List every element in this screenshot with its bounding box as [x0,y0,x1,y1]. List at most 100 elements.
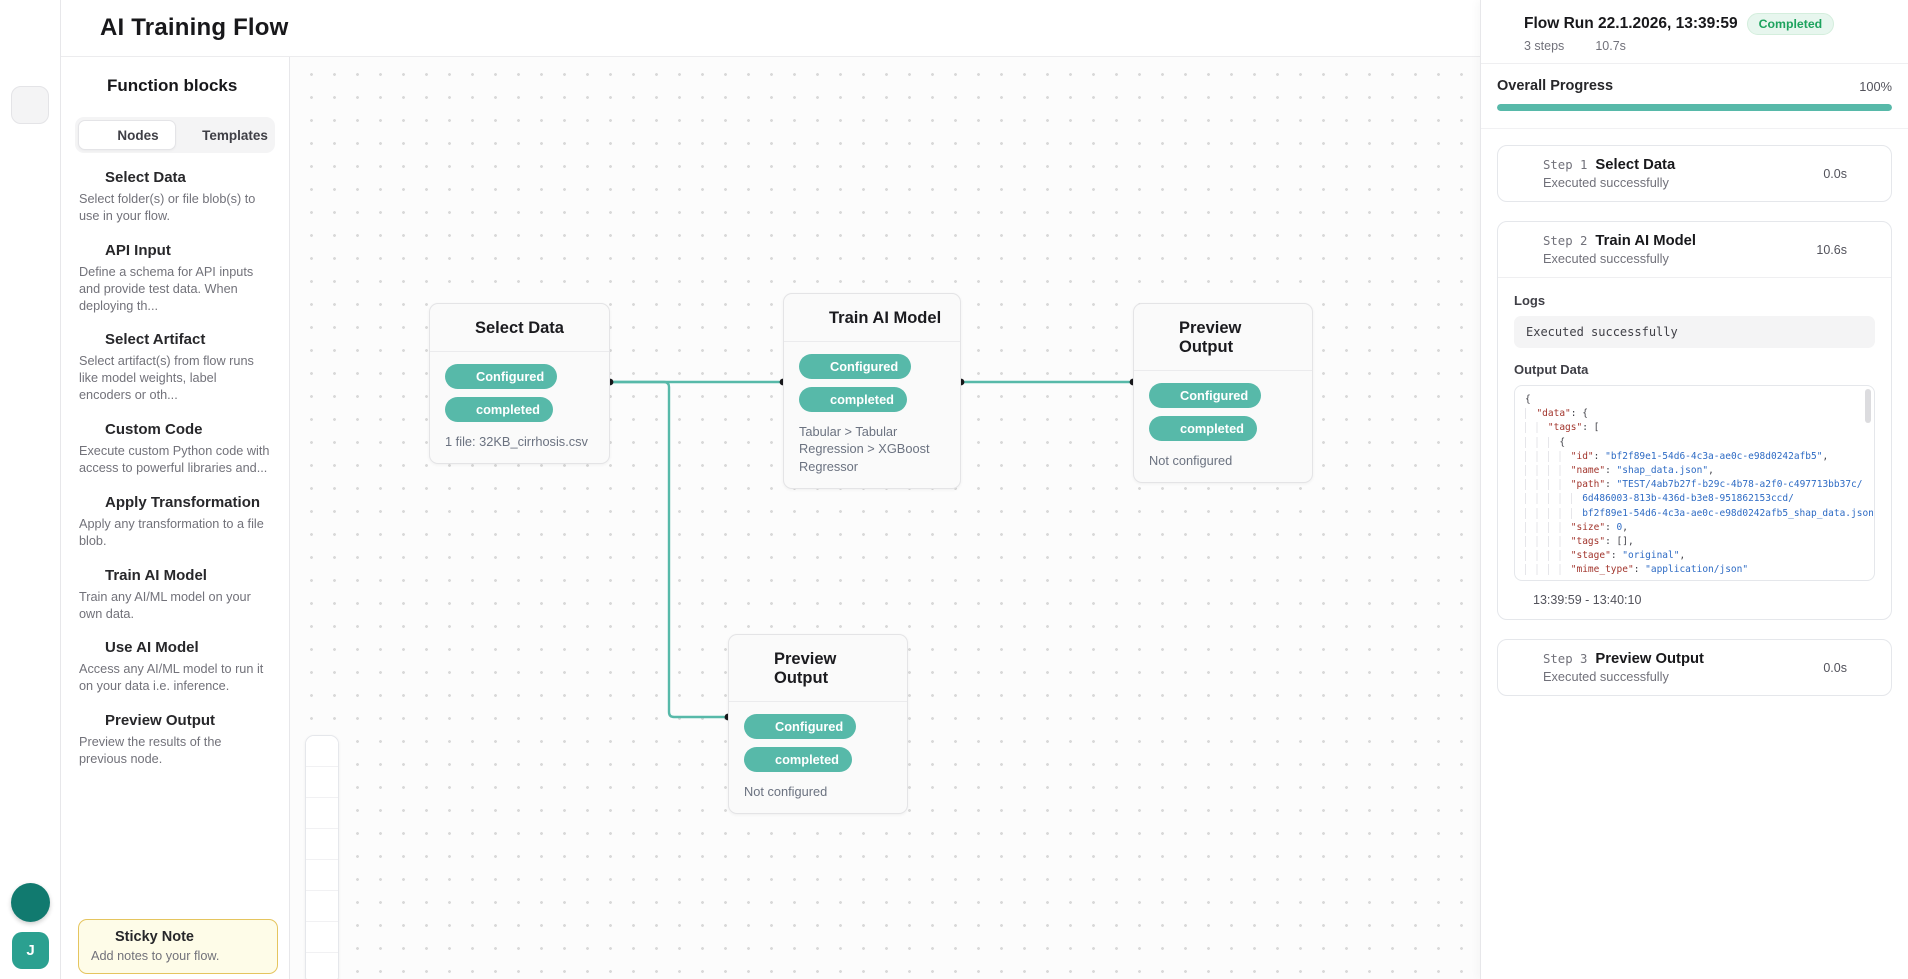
block-name: API Input [105,241,171,259]
rail-item-flows[interactable]: 24 [11,366,49,404]
redo-button: 24 [306,767,338,798]
timespan-value: 13:39:59 - 13:40:10 [1533,593,1642,607]
flow-run-panel: 24 Flow Run 22.1.2026, 13:39:59 Complete… [1480,0,1908,979]
close-icon: 24 [1871,19,1888,36]
step-duration: 2410.6s [1798,243,1847,257]
flow-node-train-ai-model[interactable]: 24Train AI Model24Configured24completedT… [783,293,961,489]
progress-value: 100% [1859,78,1892,94]
block-name: Train AI Model [105,566,207,584]
block-desc: Select artifact(s) from flow runs like m… [79,354,254,403]
block-head: 24Preview Output [79,712,271,729]
chat-button[interactable]: 24 [11,883,50,922]
run-panel-close-button[interactable]: 24 [1865,13,1894,42]
status-pill: 24completed [799,387,907,412]
code-line: "data": { [1525,407,1864,421]
sticky-note-card[interactable]: 24 Sticky Note Add notes to your flow. [78,919,278,974]
zoom-out-button[interactable]: 24 [306,860,338,891]
step-status: Executed successfully [1543,175,1669,190]
output-data-label: Output Data [1514,362,1589,377]
close-icon: 24 [255,78,271,94]
tab-nodes[interactable]: 24Nodes [78,120,176,150]
chevron-down-icon[interactable]: 24 [1861,166,1877,182]
undo-button[interactable]: 24 [306,736,338,767]
step-name: Select Data [1595,157,1676,173]
chart-line-icon: 24 [20,207,40,227]
flow-node-preview-output[interactable]: 24Preview Output24Configured24completedN… [728,634,908,815]
tab-templates[interactable]: 24Templates [176,120,272,150]
pill-label: Configured [775,719,844,734]
check-circle-icon: 24 [455,370,469,384]
pill-label: completed [830,392,894,407]
clock-icon: 24 [1805,167,1818,180]
rail-item-select-tool[interactable]: 24 [11,86,49,124]
logs-output: Executed successfully [1514,316,1875,348]
user-avatar[interactable]: J [12,932,49,969]
block-name: Apply Transformation [105,493,261,511]
flow-canvas[interactable]: 24Select Data24Configured24completed1 fi… [290,57,1480,979]
chevron-up-icon[interactable]: 24 [1861,242,1877,258]
status-pill: 24Configured [744,714,857,739]
brain-icon: 24 [79,567,96,584]
check-icon: 24 [1512,659,1530,677]
folder-open-icon: 24 [79,242,96,259]
node-header: 24Preview Output [1134,304,1312,371]
gear-icon: 24 [79,494,96,511]
run-duration: 10.7s [1595,39,1626,53]
block-name: Custom Code [105,421,203,439]
link-button[interactable]: 24 [306,953,338,979]
scrollbar-thumb[interactable] [1865,389,1871,423]
icon-rail: 24 24242424242424 24 J [0,0,61,979]
node-detail: Not configured [744,784,828,799]
rail-item-share[interactable]: 24 [11,422,49,460]
zap-icon: 24 [20,263,40,283]
flow-node-preview-output[interactable]: 24Preview Output24Configured24completedN… [1133,303,1313,484]
code-line: "path": "TEST/4ab7b27f-b29c-4b78-a2f0-c4… [1525,478,1864,492]
block-name: Select Data [105,169,186,186]
chevron-down-icon[interactable]: 24 [1861,660,1877,676]
block-desc: Apply any transformation to a file blob. [79,516,264,548]
pill-label: completed [476,402,540,417]
pill-label: completed [1180,421,1244,436]
node-detail: 1 file: 32KB_cirrhosis.csv [445,434,588,449]
step-time-value: 0.0s [1823,166,1847,181]
panel-close-button[interactable]: 24 [253,76,273,96]
tab-label: Templates [202,127,268,143]
code-line: { [1525,394,1531,405]
block-head: 24 API Input [79,242,271,259]
rail-item-files[interactable]: 24 [11,142,49,180]
check-circle-icon: 24 [1159,422,1173,436]
progress-bar [1497,104,1892,111]
back-button[interactable]: 24 [1491,13,1521,47]
zoom-in-button[interactable]: 24 [306,829,338,860]
rail-item-runs[interactable]: 24 [11,254,49,292]
check-circle-icon: 24 [809,360,823,374]
rail-item-sync[interactable]: 24 [11,310,49,348]
block-desc: Define a schema for API inputs and provi… [79,264,254,313]
code-line: { [1525,436,1864,450]
run-button[interactable]: 24 [306,798,338,829]
node-title: Select Data [475,319,564,337]
chat-bubble-icon: 24 [21,893,40,912]
auto-layout-button[interactable]: 24 [306,922,338,953]
flow-node-select-data[interactable]: 24Select Data24Configured24completed1 fi… [429,303,610,465]
block-desc: Preview the results of the previous node… [79,735,222,767]
output-json-viewer[interactable]: { "data": { "tags": [ { "id": "bf2f89e1-… [1514,385,1875,581]
block-name: Use AI Model [105,639,199,657]
panel-title: Function blocks [107,76,238,95]
fit-view-button[interactable]: 24 [306,891,338,922]
rail-item-metrics[interactable]: 24 [11,198,49,236]
block-desc: Access any AI/ML model to run it on your… [79,662,264,694]
